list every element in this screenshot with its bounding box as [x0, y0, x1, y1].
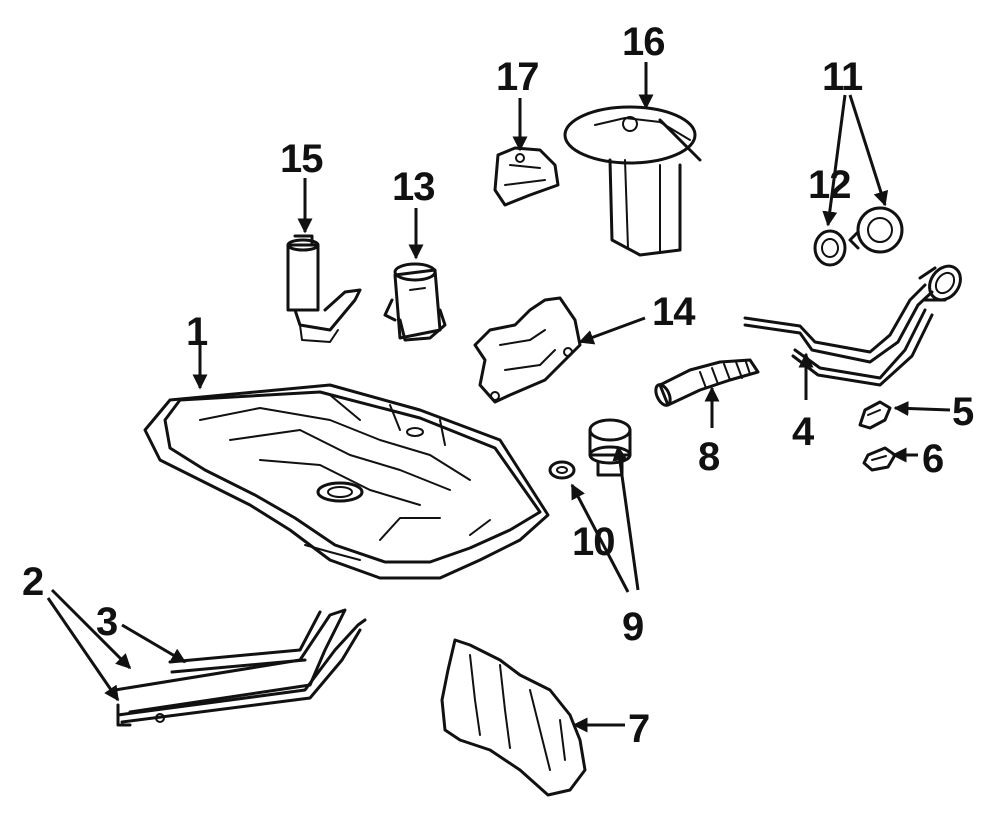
callout-15: 15: [280, 137, 323, 181]
callout-12: 12: [808, 163, 851, 207]
callout-16: 16: [622, 20, 665, 64]
leader-9a: [612, 445, 640, 591]
valve-part: [588, 418, 632, 477]
leader-11b: [848, 94, 889, 207]
leader-9b: [570, 483, 630, 593]
fuel-hose-part: [654, 358, 760, 407]
callout-4: 4: [792, 410, 815, 454]
callout-11: 11: [822, 55, 863, 99]
leader-5: [893, 400, 951, 416]
callout-9: 9: [622, 605, 643, 649]
cap-gasket-part: [813, 229, 847, 267]
pump-module-part: [563, 105, 702, 257]
fuel-tank-part: [143, 383, 550, 580]
callout-7: 7: [628, 707, 649, 751]
clamp-part: [862, 446, 897, 472]
heat-shield-part: [440, 638, 587, 797]
fuel-filter-part: [383, 262, 447, 342]
clip-part: [858, 400, 892, 430]
callout-5: 5: [952, 390, 974, 434]
leader-lines: [46, 62, 951, 733]
callout-17: 17: [496, 55, 539, 99]
sender-bracket-part: [473, 296, 582, 404]
callout-14: 14: [652, 290, 696, 334]
leader-11a: [822, 94, 847, 227]
callout-2: 2: [22, 560, 43, 604]
leader-3: [121, 623, 187, 664]
callout-8: 8: [698, 435, 720, 479]
callout-labels: 1 2 3 4 5 6 7 8 9 10 11 12 13 14 15 16 1…: [22, 20, 975, 751]
filler-pipe-part: [743, 264, 962, 387]
leader-2b: [46, 597, 120, 702]
callout-1: 1: [186, 310, 208, 354]
leader-14: [578, 316, 646, 345]
tank-strap-part: [113, 608, 367, 727]
callout-6: 6: [922, 437, 943, 481]
callout-3: 3: [96, 600, 117, 644]
pressure-regulator-part: [493, 146, 560, 207]
callout-10: 10: [572, 520, 615, 564]
callout-13: 13: [392, 165, 435, 209]
fuel-pump-part: [286, 234, 362, 343]
fuel-cap-part: [848, 206, 904, 254]
leader-2a: [50, 588, 132, 670]
washer-part: [548, 460, 576, 480]
